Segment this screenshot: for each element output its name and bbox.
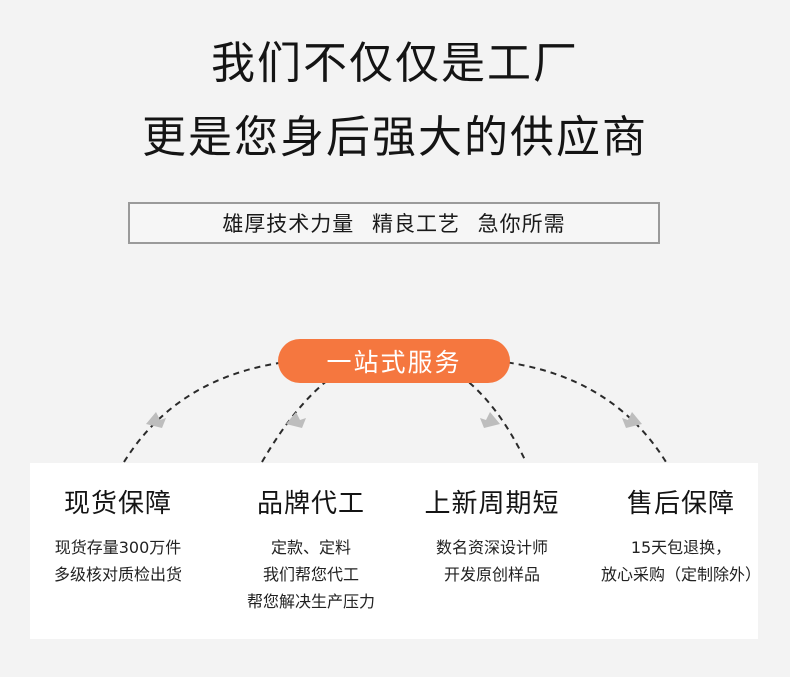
arrow-icon: [146, 412, 642, 428]
service-oem: 品牌代工 定款、定料 我们帮您代工 帮您解决生产压力: [226, 486, 396, 615]
services-panel: [30, 463, 758, 639]
headline-line-2: 更是您身后强大的供应商: [142, 112, 648, 163]
service-desc-line: 现货存量300万件: [54, 538, 182, 557]
service-title: 品牌代工: [256, 489, 365, 519]
service-desc-line: 多级核对质检出货: [53, 565, 182, 584]
service-desc-line: 放心采购（定制除外）: [600, 565, 761, 584]
service-title: 上新周期短: [424, 489, 560, 519]
service-description: 定款、定料 我们帮您代工 帮您解决生产压力: [226, 534, 396, 615]
arrow-icon-3: [480, 412, 500, 428]
service-title: 售后保障: [626, 489, 735, 519]
service-desc-line: 15天包退换，: [630, 538, 732, 557]
arrow-icon-2: [286, 412, 306, 428]
service-desc-line: 定款、定料: [270, 538, 351, 557]
tagline-box: 雄厚技术力量 精良工艺 急你所需: [128, 202, 660, 244]
tagline-text: 雄厚技术力量 精良工艺 急你所需: [222, 212, 566, 236]
service-desc-line: 开发原创样品: [443, 565, 540, 584]
one-stop-service-label: 一站式服务: [326, 348, 462, 377]
service-title: 现货保障: [63, 489, 172, 519]
service-description: 15天包退换， 放心采购（定制除外）: [583, 534, 779, 588]
one-stop-service-badge: 一站式服务: [278, 339, 510, 383]
service-desc-line: 帮您解决生产压力: [246, 592, 375, 611]
headline-line-1: 我们不仅仅是工厂: [211, 38, 579, 89]
arrow-icon-4: [622, 412, 642, 428]
service-stock-guarantee: 现货保障 现货存量300万件 多级核对质检出货: [38, 486, 198, 588]
arrow-icon-1: [146, 412, 166, 428]
service-description: 现货存量300万件 多级核对质检出货: [38, 534, 198, 588]
service-desc-line: 数名资深设计师: [435, 538, 548, 557]
service-description: 数名资深设计师 开发原创样品: [408, 534, 576, 588]
service-after-sales: 售后保障 15天包退换， 放心采购（定制除外）: [583, 486, 779, 588]
service-desc-line: 我们帮您代工: [262, 565, 359, 584]
service-short-cycle: 上新周期短 数名资深设计师 开发原创样品: [408, 486, 576, 588]
